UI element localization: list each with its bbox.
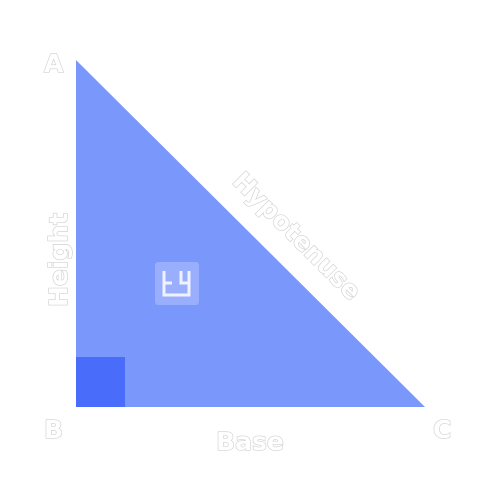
right-angle-marker [76,357,125,407]
logo-icon [155,262,199,305]
vertex-label-c: C [433,415,451,444]
side-label-height: Height [44,213,73,307]
triangle-shape [76,60,425,407]
side-label-base: Base [216,427,284,456]
vertex-label-a: A [44,49,64,78]
vertex-label-b: B [44,415,63,444]
